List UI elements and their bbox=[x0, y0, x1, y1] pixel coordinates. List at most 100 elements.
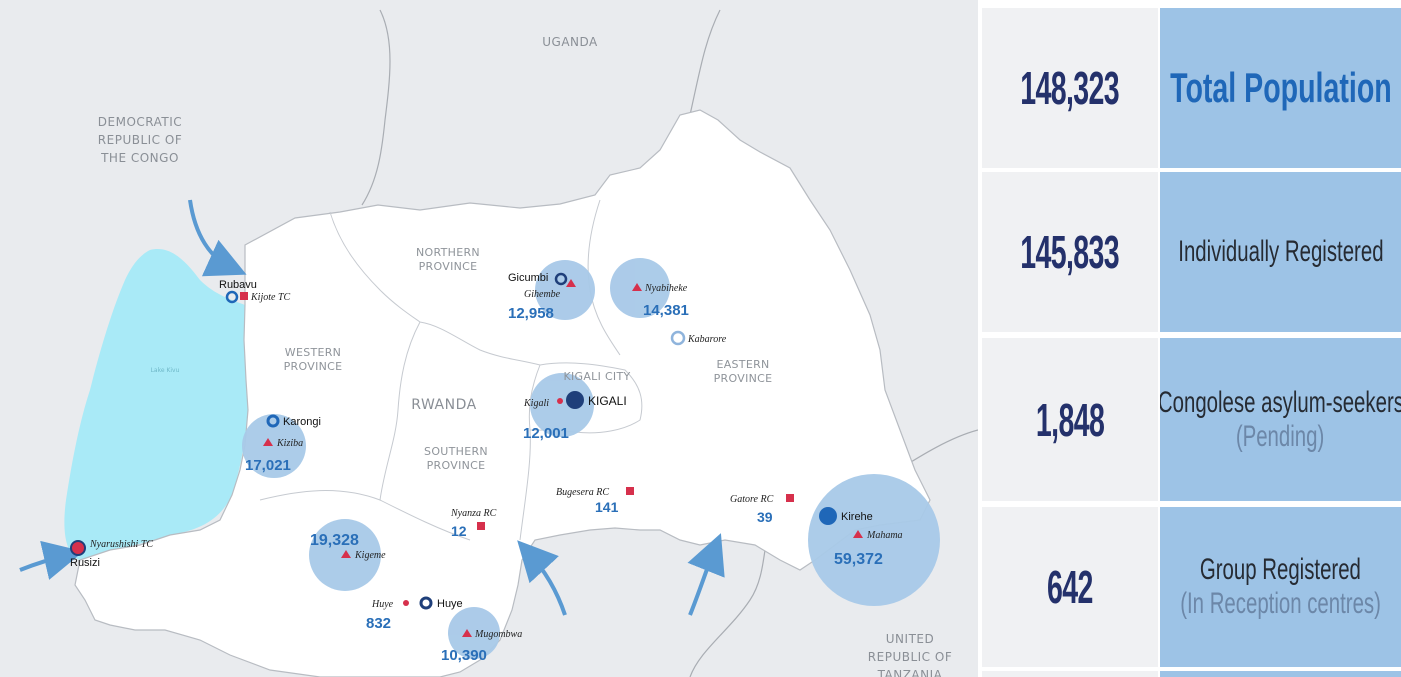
unhcr-icon-kigali bbox=[566, 391, 584, 409]
house-icon-gatore bbox=[786, 494, 794, 502]
label-mahama: Mahama bbox=[866, 530, 903, 541]
stat-value-cell: 148,323 bbox=[982, 8, 1158, 168]
stat-value-individual: 145,833 bbox=[1020, 226, 1120, 278]
stat-label-cell: Total Population bbox=[1160, 8, 1401, 168]
rwanda-map: UGANDA DEMOCRATIC REPUBLIC OF THE CONGO … bbox=[0, 0, 978, 677]
label-nyarushishi: Nyarushishi TC bbox=[89, 539, 153, 550]
value-kigeme: 19,328 bbox=[310, 532, 359, 549]
value-gatore: 39 bbox=[757, 509, 773, 525]
lake-kivu bbox=[64, 249, 248, 560]
label-southern-2: PROVINCE bbox=[427, 459, 486, 472]
movement-arrows bbox=[19, 199, 725, 616]
bubble-mahama bbox=[808, 474, 940, 606]
label-gatore: Gatore RC bbox=[730, 494, 774, 505]
transit-icon-huye bbox=[419, 596, 433, 610]
stat-label-congolese: Congolese asylum-seekers bbox=[1160, 385, 1401, 419]
house-icon-nyanza bbox=[477, 522, 485, 530]
house-icon-bugesera bbox=[626, 487, 634, 495]
stat-value-cell: 642 bbox=[982, 507, 1158, 667]
label-drc-1: DEMOCRATIC bbox=[98, 115, 182, 129]
value-huye: 832 bbox=[366, 615, 391, 632]
house-icon-kijote bbox=[240, 292, 248, 300]
label-drc-3: THE CONGO bbox=[100, 151, 179, 165]
label-kirehe: Kirehe bbox=[841, 511, 873, 523]
label-huye: Huye bbox=[437, 598, 463, 610]
stat-row-individual: 145,833 Individually Registered bbox=[978, 172, 1401, 332]
pin-icon-kigali bbox=[557, 398, 563, 404]
stat-value-group: 642 bbox=[1047, 561, 1093, 613]
label-tanzania-2: REPUBLIC OF bbox=[868, 650, 952, 664]
label-northern-2: PROVINCE bbox=[419, 260, 478, 273]
stat-label-cell: Individually Registered bbox=[1160, 172, 1401, 332]
stat-sub-congolese: (Pending) bbox=[1236, 419, 1325, 453]
stat-label-cell bbox=[1160, 671, 1401, 677]
label-kigali-small: Kigali bbox=[523, 398, 549, 409]
transit-icon-rubavu bbox=[225, 290, 239, 304]
label-rusizi: Rusizi bbox=[70, 557, 100, 569]
label-uganda: UGANDA bbox=[542, 35, 598, 49]
label-kijote: Kijote TC bbox=[250, 292, 291, 303]
stat-value-cell: 145,833 bbox=[982, 172, 1158, 332]
stat-row-group: 642 Group Registered (In Reception centr… bbox=[978, 507, 1401, 667]
value-kigali: 12,001 bbox=[523, 425, 569, 442]
value-gihembe: 12,958 bbox=[508, 305, 554, 322]
transit-icon-gicumbi bbox=[554, 272, 568, 286]
label-gicumbi: Gicumbi bbox=[508, 272, 548, 284]
label-tanzania-3: TANZANIA bbox=[877, 668, 943, 677]
label-eastern-2: PROVINCE bbox=[714, 372, 773, 385]
label-northern-1: NORTHERN bbox=[416, 246, 480, 259]
label-western-1: WESTERN bbox=[285, 346, 341, 359]
label-mugombwa: Mugombwa bbox=[474, 629, 522, 640]
value-kiziba: 17,021 bbox=[245, 457, 291, 474]
label-tanzania-1: UNITED bbox=[886, 632, 934, 646]
label-rwanda: RWANDA bbox=[411, 397, 476, 413]
population-bubbles bbox=[242, 258, 940, 659]
bubble-gihembe bbox=[535, 260, 595, 320]
label-rubavu: Rubavu bbox=[219, 279, 257, 291]
arrow-gatore bbox=[687, 533, 725, 616]
stat-label-total: Total Population bbox=[1169, 64, 1392, 111]
arrow-rusizi bbox=[19, 540, 84, 580]
label-kigali-city: KIGALI CITY bbox=[563, 370, 630, 383]
bubble-mugombwa bbox=[448, 607, 500, 659]
camp-icon-kigeme bbox=[341, 550, 351, 558]
camp-icon-nyabiheke bbox=[632, 283, 642, 291]
label-huye-small: Huye bbox=[371, 599, 394, 610]
stat-row-congolese: 1,848 Congolese asylum-seekers (Pending) bbox=[978, 338, 1401, 501]
label-lake-kivu: Lake Kivu bbox=[151, 367, 180, 374]
pin-icon-huye bbox=[403, 600, 409, 606]
label-kiziba: Kiziba bbox=[276, 438, 303, 449]
bubble-kiziba bbox=[242, 414, 306, 478]
stat-label-group: Group Registered bbox=[1199, 553, 1362, 586]
bubble-kigali bbox=[530, 373, 594, 437]
label-kigeme: Kigeme bbox=[354, 550, 386, 561]
stat-label-cell: Group Registered (In Reception centres) bbox=[1160, 507, 1401, 667]
unhcr-icon-nyarushishi bbox=[70, 540, 86, 556]
value-nyabiheke: 14,381 bbox=[643, 302, 689, 319]
label-karongi: Karongi bbox=[283, 416, 321, 428]
stat-value-total: 148,323 bbox=[1020, 62, 1120, 114]
value-mahama: 59,372 bbox=[834, 551, 883, 568]
label-western-2: PROVINCE bbox=[284, 360, 343, 373]
stat-value-congolese: 1,848 bbox=[1035, 393, 1105, 446]
camp-icon-gihembe bbox=[566, 279, 576, 287]
transit-icon-kabarore bbox=[670, 330, 686, 346]
value-mugombwa: 10,390 bbox=[441, 647, 487, 664]
stat-value-cell: 1,848 bbox=[982, 338, 1158, 501]
camp-icon-kiziba bbox=[263, 438, 273, 446]
stat-label-individual: Individually Registered bbox=[1177, 235, 1384, 268]
label-gihembe: Gihembe bbox=[524, 289, 561, 300]
label-eastern-1: EASTERN bbox=[716, 358, 769, 371]
arrow-south bbox=[517, 540, 567, 616]
camp-icon-mugombwa bbox=[462, 629, 472, 637]
label-drc-2: REPUBLIC OF bbox=[98, 133, 182, 147]
label-nyanza: Nyanza RC bbox=[450, 508, 497, 519]
stat-value-cell bbox=[982, 671, 1158, 677]
stat-row-next bbox=[978, 671, 1401, 677]
transit-icon-karongi bbox=[266, 414, 280, 428]
stat-sub-group: (In Reception centres) bbox=[1180, 587, 1381, 620]
camp-icon-mahama bbox=[853, 530, 863, 538]
statistics-panel: 148,323 Total Population 145,833 Individ… bbox=[978, 0, 1401, 677]
stat-row-total: 148,323 Total Population bbox=[978, 8, 1401, 168]
stat-label-cell: Congolese asylum-seekers (Pending) bbox=[1160, 338, 1401, 501]
